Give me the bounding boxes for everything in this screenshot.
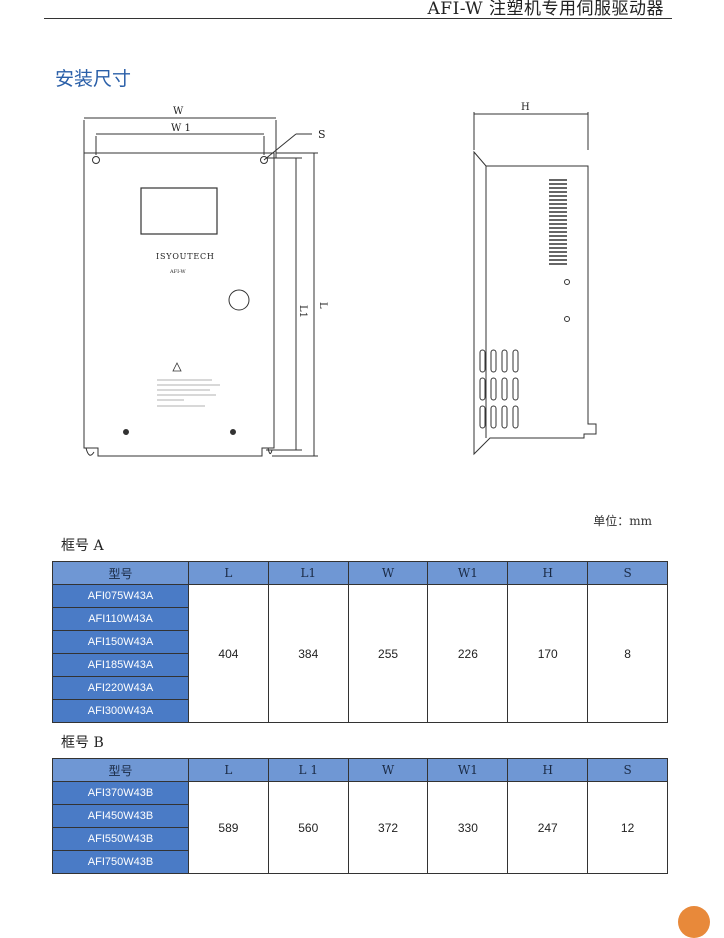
model-cell: AFI110W43A <box>52 607 189 631</box>
table-row: AFI185W43A <box>52 653 668 677</box>
table-row: AFI370W43B 589 560 372 330 247 12 <box>52 781 668 874</box>
table-row: AFI220W43A <box>52 676 668 700</box>
dim-w1-label: W 1 <box>171 123 191 134</box>
model-cell: AFI150W43A <box>52 630 189 654</box>
col-header-w1: W1 <box>427 561 509 585</box>
value-l: 404 <box>188 584 269 723</box>
model-cell: AFI550W43B <box>52 827 189 851</box>
table-header-row: 型号 L L 1 W W1 H S <box>52 758 668 782</box>
model-cell: AFI300W43A <box>52 699 189 723</box>
table-row: AFI750W43B <box>52 850 668 874</box>
frame-b-table: 型号 L L 1 W W1 H S AFI370W43B 589 560 372… <box>52 758 668 874</box>
dim-w-label: W <box>173 106 184 117</box>
frame-a-table: 型号 L L1 W W1 H S AFI075W43A 404 384 255 … <box>52 561 668 723</box>
model-cell: AFI075W43A <box>52 584 189 608</box>
col-header-s: S <box>587 758 668 782</box>
value-h: 247 <box>507 781 589 874</box>
page-corner-badge <box>678 906 710 938</box>
value-l1: 560 <box>267 781 349 874</box>
value-w1: 226 <box>427 584 509 723</box>
table-row: AFI300W43A <box>52 699 668 723</box>
value-w: 372 <box>347 781 429 874</box>
model-cell: AFI450W43B <box>52 804 189 828</box>
table-row: AFI075W43A 404 384 255 226 170 8 <box>52 584 668 723</box>
model-cell: AFI750W43B <box>52 850 189 874</box>
value-l1: 384 <box>267 584 349 723</box>
col-header-l1: L 1 <box>267 758 349 782</box>
mount-hole-icon <box>260 156 268 164</box>
brand-label: ISYOUTECH <box>156 252 215 261</box>
value-l: 589 <box>188 781 269 874</box>
value-w1: 330 <box>427 781 509 874</box>
model-cell: AFI185W43A <box>52 653 189 677</box>
value-s: 12 <box>587 781 668 874</box>
col-header-model: 型号 <box>52 561 189 585</box>
value-h: 170 <box>507 584 589 723</box>
section-title: 安装尺寸 <box>55 68 132 90</box>
value-s: 8 <box>587 584 668 723</box>
mount-hole-icon <box>92 156 100 164</box>
dim-s-label: S <box>318 128 326 141</box>
col-header-h: H <box>507 758 589 782</box>
dimension-drawing: W W 1 S L1 L ISYOUTECH AFI-W H <box>83 102 597 457</box>
col-header-l: L <box>188 758 269 782</box>
unit-note: 单位：mm <box>593 514 652 528</box>
col-header-l1: L1 <box>267 561 349 585</box>
side-view <box>473 112 597 456</box>
frame-b-label: 框号 B <box>61 735 104 751</box>
header-title: AFI-W 注塑机专用伺服驱动器 <box>427 0 664 19</box>
col-header-model: 型号 <box>52 758 189 782</box>
frame-a-label: 框号 A <box>61 538 104 554</box>
model-cell: AFI220W43A <box>52 676 189 700</box>
model-label: AFI-W <box>169 269 186 275</box>
table-header-row: 型号 L L1 W W1 H S <box>52 561 668 585</box>
table-row: AFI110W43A <box>52 607 668 631</box>
dim-h-label: H <box>521 102 530 113</box>
table-row: AFI550W43B <box>52 827 668 851</box>
table-row: AFI450W43B <box>52 804 668 828</box>
value-w: 255 <box>347 584 429 723</box>
col-header-w: W <box>347 758 429 782</box>
model-cell: AFI370W43B <box>52 781 189 805</box>
dim-l1-label: L1 <box>297 305 308 318</box>
display-window <box>140 187 218 235</box>
front-view <box>83 117 318 457</box>
col-header-l: L <box>188 561 269 585</box>
col-header-h: H <box>507 561 589 585</box>
warning-icon <box>172 362 182 372</box>
col-header-s: S <box>587 561 668 585</box>
dim-l-label: L <box>317 302 328 309</box>
col-header-w1: W1 <box>427 758 509 782</box>
header-rule <box>44 18 672 19</box>
col-header-w: W <box>347 561 429 585</box>
